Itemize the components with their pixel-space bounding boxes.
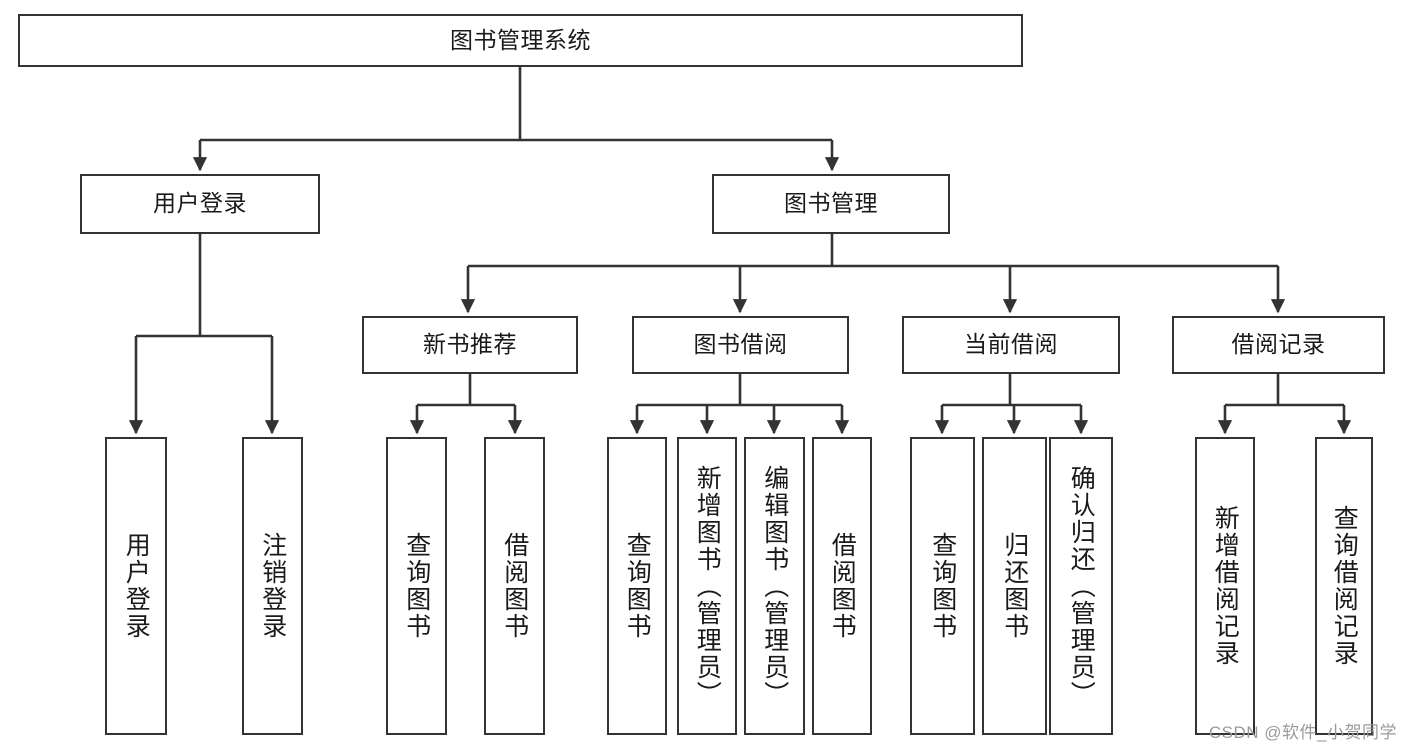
node-leaf-add-record[interactable]: 新增借阅记录 [1195, 437, 1255, 735]
node-leaf-query-book-2-label: 查询图书 [623, 532, 652, 640]
node-leaf-query-book-3[interactable]: 查询图书 [910, 437, 975, 735]
node-leaf-borrow-book-1[interactable]: 借阅图书 [484, 437, 545, 735]
node-leaf-user-login[interactable]: 用户登录 [105, 437, 167, 735]
node-borrow-records-label: 借阅记录 [1231, 331, 1326, 358]
node-leaf-query-record[interactable]: 查询借阅记录 [1315, 437, 1373, 735]
node-leaf-query-book-1-label: 查询图书 [402, 532, 431, 640]
node-leaf-confirm-return[interactable]: 确认归还（管理员） [1049, 437, 1113, 735]
node-leaf-borrow-book-2[interactable]: 借阅图书 [812, 437, 872, 735]
node-leaf-query-record-label: 查询借阅记录 [1330, 505, 1359, 667]
node-current-borrow[interactable]: 当前借阅 [902, 316, 1120, 374]
watermark-text: CSDN @软件_小贺同学 [1208, 723, 1397, 742]
node-user-login[interactable]: 用户登录 [80, 174, 320, 234]
node-leaf-confirm-return-label: 确认归还（管理员） [1067, 464, 1096, 708]
node-new-book-recommend[interactable]: 新书推荐 [362, 316, 578, 374]
node-root-label: 图书管理系统 [450, 26, 591, 53]
node-leaf-user-login-label: 用户登录 [122, 532, 151, 640]
node-leaf-query-book-2[interactable]: 查询图书 [607, 437, 667, 735]
node-leaf-logout[interactable]: 注销登录 [242, 437, 303, 735]
node-book-borrow-label: 图书借阅 [693, 331, 788, 358]
node-new-book-recommend-label: 新书推荐 [423, 331, 517, 358]
node-leaf-query-book-3-label: 查询图书 [928, 532, 957, 640]
node-book-management[interactable]: 图书管理 [712, 174, 950, 234]
node-leaf-add-book[interactable]: 新增图书（管理员） [677, 437, 737, 735]
node-leaf-borrow-book-2-label: 借阅图书 [828, 532, 857, 640]
node-leaf-return-book[interactable]: 归还图书 [982, 437, 1047, 735]
node-user-login-label: 用户登录 [153, 190, 247, 217]
node-root[interactable]: 图书管理系统 [18, 14, 1023, 67]
node-borrow-records[interactable]: 借阅记录 [1172, 316, 1385, 374]
node-leaf-edit-book[interactable]: 编辑图书（管理员） [744, 437, 805, 735]
node-leaf-query-book-1[interactable]: 查询图书 [386, 437, 447, 735]
node-leaf-add-record-label: 新增借阅记录 [1211, 505, 1240, 667]
node-current-borrow-label: 当前借阅 [964, 331, 1058, 358]
node-leaf-logout-label: 注销登录 [258, 532, 287, 640]
node-leaf-add-book-label: 新增图书（管理员） [693, 464, 722, 708]
node-leaf-edit-book-label: 编辑图书（管理员） [760, 464, 789, 708]
node-book-management-label: 图书管理 [784, 190, 878, 217]
node-book-borrow[interactable]: 图书借阅 [632, 316, 849, 374]
node-leaf-return-book-label: 归还图书 [1000, 532, 1029, 640]
node-leaf-borrow-book-1-label: 借阅图书 [500, 532, 529, 640]
